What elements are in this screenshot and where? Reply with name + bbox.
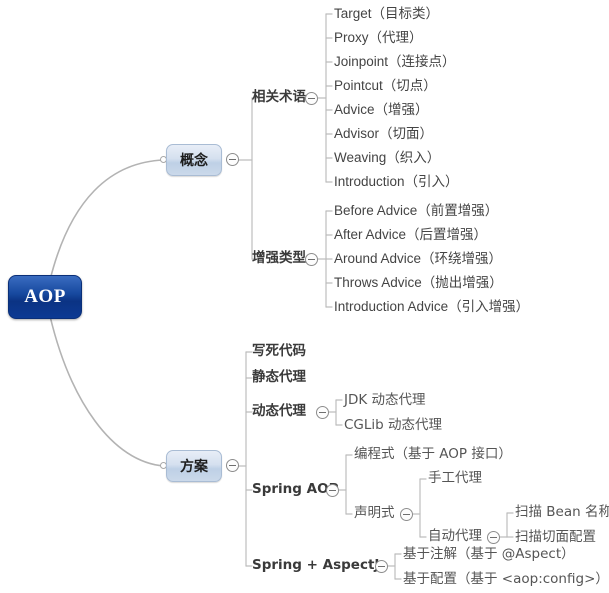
collapse-toggle-spring-aspectj[interactable] (375, 560, 388, 573)
leaf-item[interactable]: Pointcut（切点） (334, 78, 437, 93)
collapse-toggle-advice-types[interactable] (305, 253, 318, 266)
collapse-toggle-dynamic-proxy[interactable] (316, 406, 329, 419)
leaf-item[interactable]: Introduction Advice（引入增强） (334, 299, 530, 314)
group-label-dynamic-proxy[interactable]: 动态代理 (252, 403, 306, 419)
leaf-item[interactable]: 编程式（基于 AOP 接口） (354, 446, 512, 462)
leaf-item[interactable]: CGLib 动态代理 (344, 417, 443, 433)
leaf-item[interactable]: Before Advice（前置增强） (334, 203, 499, 218)
collapse-toggle-solution[interactable] (226, 459, 239, 472)
leaf-item[interactable]: 扫描切面配置 (515, 529, 596, 545)
leaf-item[interactable]: Weaving（织入） (334, 150, 441, 165)
leaf-item[interactable]: 基于注解（基于 @Aspect） (403, 546, 575, 562)
leaf-item[interactable]: Joinpoint（连接点） (334, 54, 456, 69)
branch-label-solution: 方案 (180, 459, 208, 475)
group-label-auto-proxy[interactable]: 自动代理 (428, 528, 482, 544)
group-label-terminology[interactable]: 相关术语 (252, 89, 306, 105)
group-label-spring-aop[interactable]: Spring AOP (252, 481, 339, 497)
root-node-aop[interactable]: AOP (8, 275, 82, 319)
collapse-toggle-terminology[interactable] (305, 92, 318, 105)
leaf-item[interactable]: After Advice（后置增强） (334, 227, 488, 242)
leaf-item[interactable]: 手工代理 (428, 470, 482, 486)
group-label-declarative[interactable]: 声明式 (354, 505, 395, 521)
group-label-spring-aspectj[interactable]: Spring + AspectJ (252, 557, 380, 573)
branch-label-concept: 概念 (180, 153, 208, 169)
leaf-item[interactable]: 扫描 Bean 名称 (515, 504, 609, 520)
branch-node-solution[interactable]: 方案 (166, 450, 222, 482)
leaf-item[interactable]: 写死代码 (252, 343, 306, 359)
group-label-advice-types[interactable]: 增强类型 (252, 250, 306, 266)
leaf-item[interactable]: Advice（增强） (334, 102, 429, 117)
leaf-item[interactable]: Proxy（代理） (334, 30, 423, 45)
collapse-toggle-auto-proxy[interactable] (487, 531, 500, 544)
leaf-item[interactable]: 基于配置（基于 <aop:config>） (403, 571, 609, 587)
leaf-item[interactable]: Introduction（引入） (334, 174, 459, 189)
root-label: AOP (24, 286, 66, 307)
leaf-item[interactable]: JDK 动态代理 (344, 392, 426, 408)
collapse-toggle-declarative[interactable] (400, 508, 413, 521)
leaf-item[interactable]: Target（目标类） (334, 6, 440, 21)
leaf-item[interactable]: Around Advice（环绕增强） (334, 251, 503, 266)
leaf-item[interactable]: Advisor（切面） (334, 126, 434, 141)
collapse-toggle-concept[interactable] (226, 153, 239, 166)
branch-node-concept[interactable]: 概念 (166, 144, 222, 176)
leaf-item[interactable]: 静态代理 (252, 369, 306, 385)
leaf-item[interactable]: Throws Advice（抛出增强） (334, 275, 503, 290)
collapse-toggle-spring-aop[interactable] (326, 484, 339, 497)
